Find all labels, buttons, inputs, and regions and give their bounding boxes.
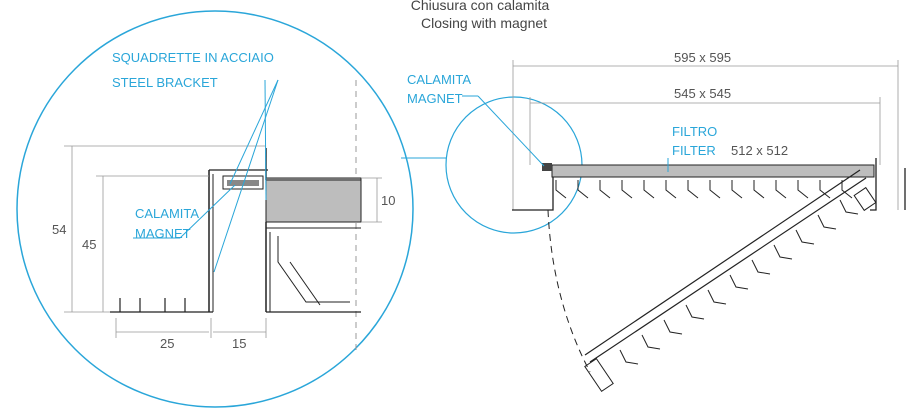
dimension-25: 25 (160, 336, 174, 351)
dimension-outer: 595 x 595 (674, 50, 731, 65)
dimension-54: 54 (52, 222, 66, 237)
detail-circle (16, 10, 414, 408)
filter-label-en: FILTER (672, 143, 716, 158)
detail-magnet-label-en: MAGNET (135, 226, 191, 241)
dimension-10: 10 (381, 193, 395, 208)
detail-bracket-label-it: SQUADRETTE IN ACCIAIO (112, 50, 274, 65)
grille-fins-closed (555, 180, 853, 199)
detail-bracket-label-en: STEEL BRACKET (112, 75, 218, 90)
title-italian: Chiusura con calamita (411, 0, 550, 13)
filter-label-it: FILTRO (672, 124, 717, 139)
dimension-filter: 512 x 512 (731, 143, 788, 158)
dimension-15: 15 (232, 336, 246, 351)
overview-magnet (542, 163, 552, 171)
grille-open (547, 169, 877, 393)
title-english: Closing with magnet (421, 15, 547, 31)
swing-arc (547, 209, 591, 373)
dimension-45: 45 (82, 237, 96, 252)
detail-magnet-label-it: CALAMITA (135, 206, 199, 221)
overview-magnet-label-it: CALAMITA (407, 72, 471, 87)
dimension-inner: 545 x 545 (674, 86, 731, 101)
overview-magnet-label-en: MAGNET (407, 91, 463, 106)
filter-panel (551, 164, 875, 178)
overview-view: CALAMITA MAGNET FILTRO FILTER 595 x 595 … (407, 50, 906, 393)
detail-view: SQUADRETTE IN ACCIAIO STEEL BRACKET CALA… (16, 10, 414, 408)
